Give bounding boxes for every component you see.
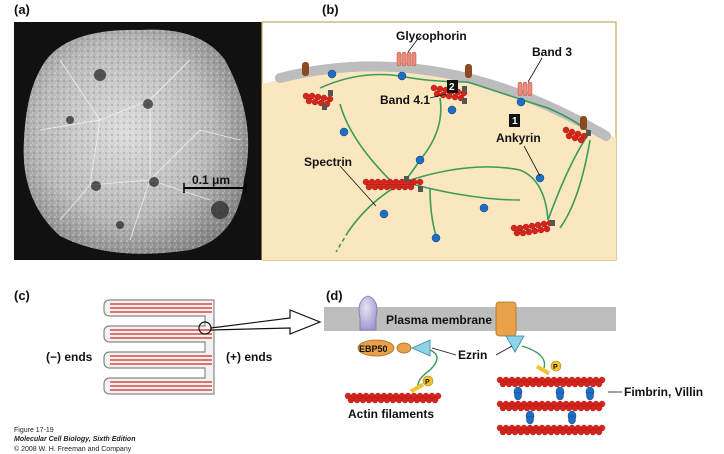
actin-cluster (302, 92, 334, 108)
actin-bundle-row (496, 400, 606, 412)
transmembrane-protein-left (358, 295, 378, 331)
panel-a: (a) 0.1 μm (14, 2, 262, 260)
ezrin-right-head (505, 335, 525, 353)
spectrin-network-em (39, 59, 241, 241)
ezrin-right-tail (535, 364, 551, 376)
ezrin-right-linker (521, 345, 546, 369)
fimbrin-villin-crosslinks (513, 386, 595, 425)
phospho-right-icon (550, 360, 562, 372)
ezrin-label: Ezrin (458, 348, 487, 362)
ebp50-domain (396, 342, 412, 354)
transmembrane-protein-right (495, 301, 517, 337)
ankyrin-label: Ankyrin (496, 131, 541, 145)
actin-bundle-row (496, 424, 606, 436)
panel-c: (c) (−) ends (+) ends (14, 288, 322, 395)
figure-caption: Figure 17-19 Molecular Cell Biology, Six… (14, 427, 135, 453)
actin-cluster (510, 219, 554, 237)
spectrin-strand-dashed (335, 231, 349, 253)
scale-bar-label: 0.1 μm (192, 173, 230, 187)
ezrin-leader-right (495, 345, 513, 356)
panel-d: (d) Plasma membrane EBP50 P P Ezrin Acti… (324, 288, 703, 436)
actin-cluster (562, 126, 588, 144)
em-dark-spots (66, 69, 229, 229)
actin-filament-single (344, 392, 442, 404)
band41-label: Band 4.1 (380, 93, 430, 107)
actin-filaments-label: Actin filaments (348, 407, 434, 421)
plus-ends-label: (+) ends (226, 350, 273, 364)
microvilli-outline (103, 299, 215, 395)
band3-label: Band 3 (532, 45, 572, 59)
ebp50-protein (357, 339, 395, 357)
cell-texture (23, 29, 249, 254)
fimbrin-villin-label: Fimbrin, Villin (624, 385, 703, 399)
ebp50-label: EBP50 (359, 344, 388, 354)
leader-lines-b (339, 35, 543, 207)
phospho-right-label: P (553, 364, 558, 371)
spectrin-label: Spectrin (304, 155, 352, 169)
phospho-left-label: P (425, 379, 430, 386)
actin-clusters-b (302, 84, 588, 237)
spectrin-nodes (327, 69, 545, 243)
phospho-left-icon (422, 375, 434, 387)
caption-figure: Figure 17-19 (14, 427, 54, 434)
actin-bundle (496, 376, 606, 436)
callout-2-label: 2 (449, 82, 455, 93)
caption-book: Molecular Cell Biology, Sixth Edition (14, 436, 135, 443)
minus-ends-label: (−) ends (46, 350, 93, 364)
ezrin-leader-left (431, 347, 457, 356)
glycophorin-proteins (302, 62, 587, 130)
panel-c-label: (c) (14, 288, 30, 303)
band41-proteins (322, 86, 591, 226)
glycophorin-label: Glycophorin (396, 29, 467, 43)
zoom-arrow (210, 309, 322, 335)
ezrin-left-tail (409, 382, 425, 394)
panel-d-label: (d) (326, 288, 343, 303)
callout-1: 1 (509, 114, 520, 127)
cytoplasm (262, 70, 616, 260)
actin-bundle-row (496, 376, 606, 388)
panel-a-label: (a) (14, 2, 30, 17)
plasma-membrane-label: Plasma membrane (386, 313, 492, 327)
panel-b-label: (b) (322, 2, 339, 17)
ezrin-left-linker (417, 349, 438, 389)
caption-copyright: © 2008 W. H. Freeman and Company (14, 445, 132, 453)
panel-b: (b) (261, 2, 617, 261)
callout-2: 2 (447, 80, 458, 93)
ezrin-left-head (411, 339, 431, 357)
plasma-membrane-b (275, 61, 611, 141)
callout-1-label: 1 (512, 116, 518, 127)
microvilli-actin-lines (110, 303, 212, 391)
scale-bar: 0.1 μm (183, 173, 247, 193)
band3-proteins (396, 51, 533, 97)
